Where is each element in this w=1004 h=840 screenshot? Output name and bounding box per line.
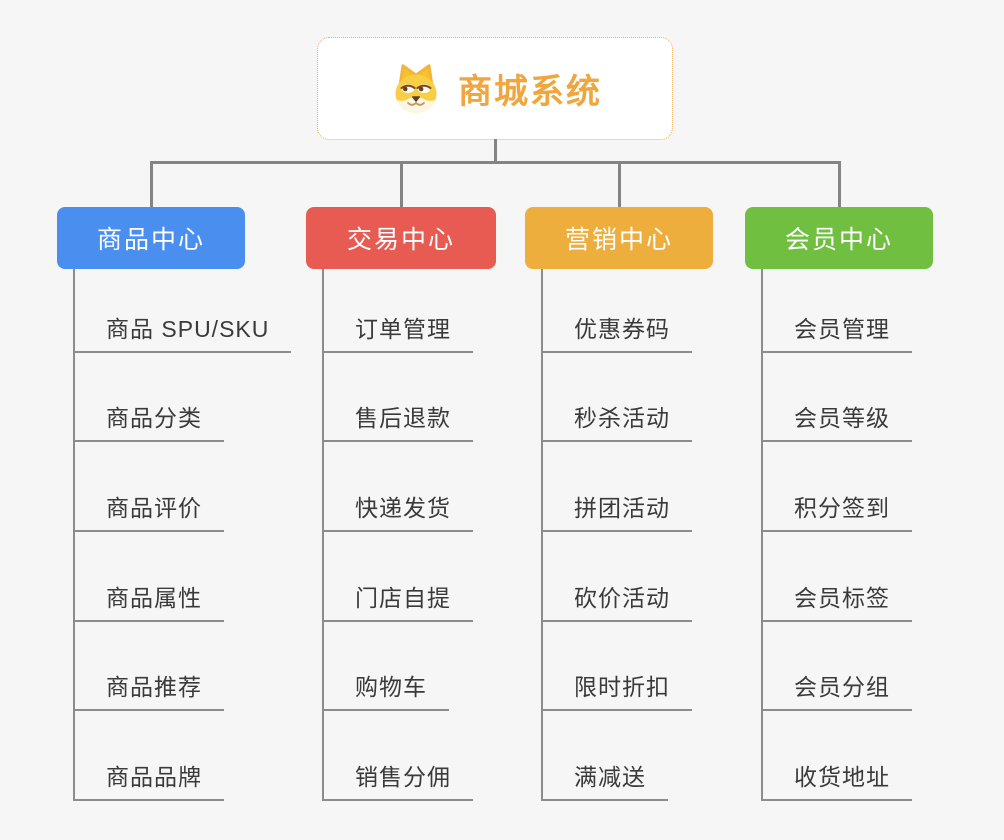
connector-drop (837, 161, 841, 207)
branch-child-connector (761, 269, 763, 801)
branch-node-product-center[interactable]: 商品中心 (57, 207, 245, 269)
branch-node-member-center[interactable]: 会员中心 (745, 207, 933, 269)
topic-item[interactable]: 商品品牌 (73, 755, 224, 801)
topic-item[interactable]: 限时折扣 (541, 665, 692, 711)
connector-trunk (493, 139, 497, 162)
topic-item[interactable]: 售后退款 (322, 396, 473, 442)
topic-item[interactable]: 满减送 (541, 755, 668, 801)
topic-item[interactable]: 商品属性 (73, 576, 224, 622)
topic-item[interactable]: 商品评价 (73, 486, 224, 532)
branch-node-marketing-center[interactable]: 营销中心 (525, 207, 713, 269)
topic-item[interactable]: 会员分组 (761, 665, 912, 711)
topic-item[interactable]: 商品 SPU/SKU (73, 307, 292, 353)
topic-item[interactable]: 拼团活动 (541, 486, 692, 532)
topic-item[interactable]: 会员管理 (761, 307, 912, 353)
topic-item[interactable]: 砍价活动 (541, 576, 692, 622)
branch-node-trade-center[interactable]: 交易中心 (306, 207, 496, 269)
connector-bus (150, 161, 840, 164)
branch-column-marketing-center: 营销中心 优惠券码 秒杀活动 拼团活动 砍价活动 限时折扣 满减送 (525, 0, 713, 840)
branch-column-member-center: 会员中心 会员管理 会员等级 积分签到 会员标签 会员分组 收货地址 (745, 0, 933, 840)
connector-drop (399, 161, 403, 207)
topic-item[interactable]: 快递发货 (322, 486, 473, 532)
branch-child-connector (541, 269, 543, 801)
topic-item[interactable]: 收货地址 (761, 755, 912, 801)
topic-item[interactable]: 优惠券码 (541, 307, 692, 353)
connector-drop (149, 161, 153, 207)
root-title: 商城系统 (458, 73, 602, 111)
topic-item[interactable]: 积分签到 (761, 486, 912, 532)
connector-drop (617, 161, 621, 207)
branch-child-connector (322, 269, 324, 801)
topic-item[interactable]: 销售分佣 (322, 755, 473, 801)
root-node-mall-system[interactable]: 商城系统 (317, 37, 673, 140)
topic-item[interactable]: 订单管理 (322, 307, 473, 353)
dog-face-icon (395, 63, 437, 113)
topic-item[interactable]: 商品推荐 (73, 665, 224, 711)
topic-item[interactable]: 门店自提 (322, 576, 473, 622)
topic-item[interactable]: 会员等级 (761, 396, 912, 442)
topic-item[interactable]: 购物车 (322, 665, 449, 711)
topic-item[interactable]: 商品分类 (73, 396, 224, 442)
topic-item[interactable]: 会员标签 (761, 576, 912, 622)
branch-column-product-center: 商品中心 商品 SPU/SKU 商品分类 商品评价 商品属性 商品推荐 商品品牌 (57, 0, 292, 840)
branch-child-connector (73, 269, 75, 801)
branch-column-trade-center: 交易中心 订单管理 售后退款 快递发货 门店自提 购物车 销售分佣 (306, 0, 496, 840)
topic-item[interactable]: 秒杀活动 (541, 396, 692, 442)
